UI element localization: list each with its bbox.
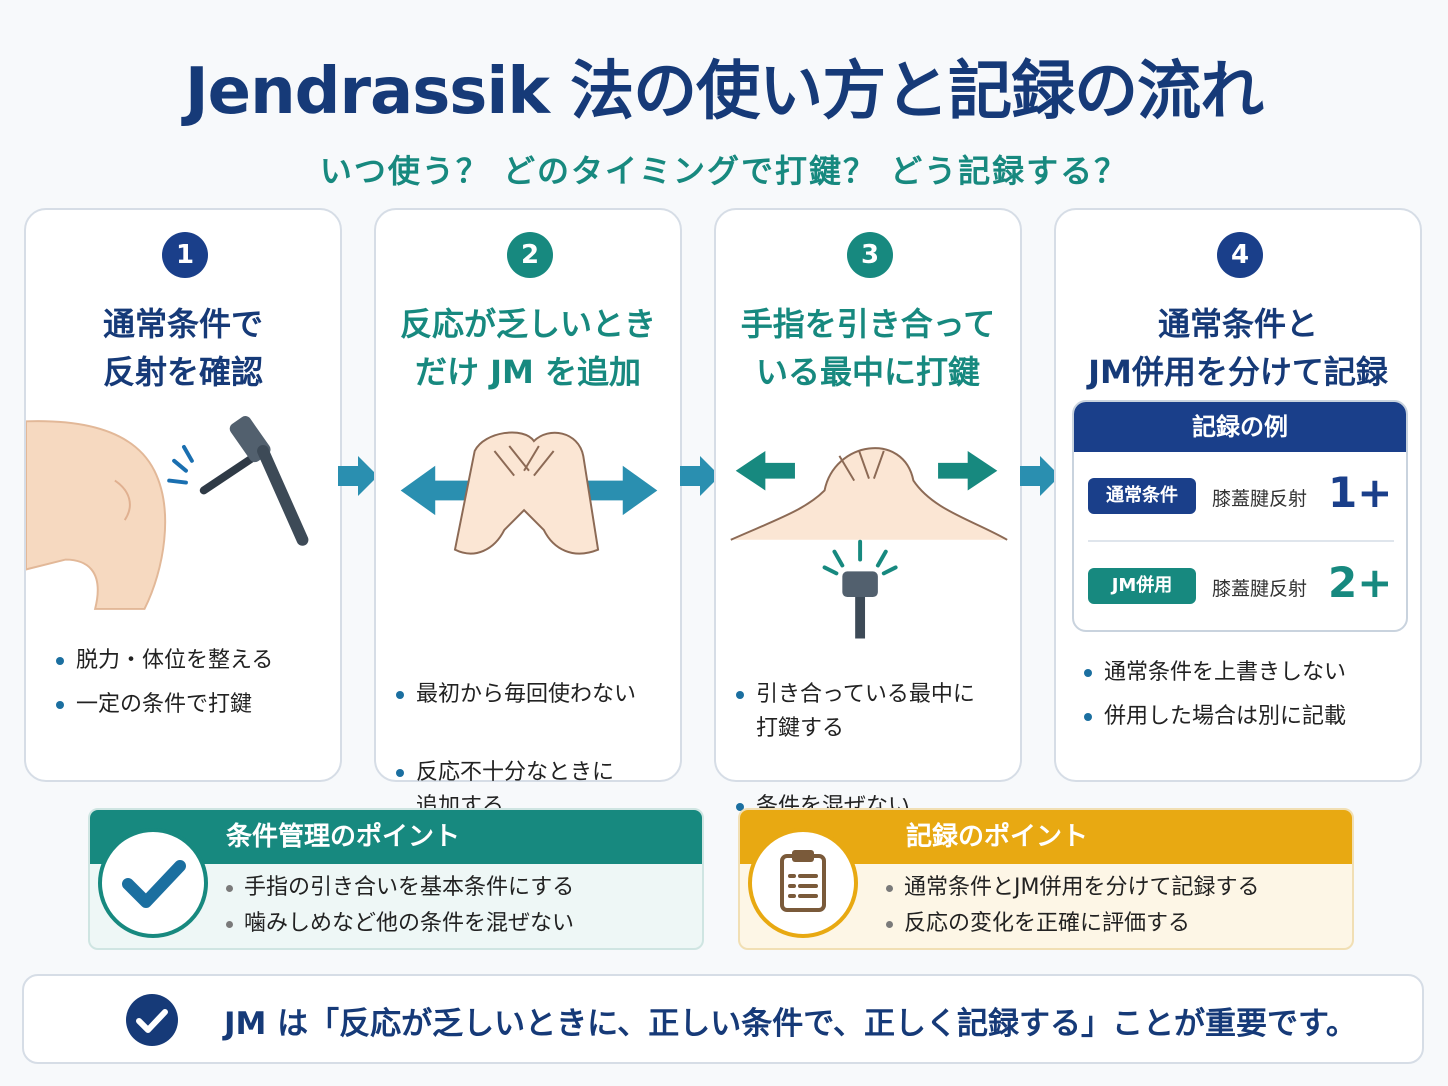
step-title-2: 反応が乏しいときだけ JM を追加 — [399, 305, 656, 391]
summary-text: JM は「反応が乏しいときに、正しい条件で、正しく記録する」ことが重要です。 — [224, 1006, 1357, 1042]
record-row-jm: JM併用 膝蓋腱反射 2+ — [1088, 554, 1394, 614]
arrow-right-icon — [680, 456, 720, 496]
step-title-1: 通常条件で反射を確認 — [102, 305, 263, 391]
step-bullets-4: 通常条件を上書きしない 併用した場合は別に記載 — [1082, 656, 1346, 744]
record-point-box: 記録のポイント 通常条件とJM併用を分けて記録する 反応の変化を正確に評価する — [738, 808, 1354, 950]
condition-point-bullets: 手指の引き合いを基本条件にする 噛みしめなど他の条件を混ぜない — [226, 870, 574, 942]
pulling-hands-illustration — [730, 447, 1008, 639]
record-example-heading: 記録の例 — [1074, 402, 1406, 452]
knee-illustration — [26, 416, 309, 610]
record-example: 記録の例 通常条件 膝蓋腱反射 1+ JM併用 膝蓋腱反射 2+ — [1072, 400, 1408, 632]
record-point-heading: 記録のポイント — [740, 810, 1352, 864]
step-number-1: 1 — [162, 232, 208, 278]
page-subtitle: いつ使う？ どのタイミングで打鍵？ どう記録する？ — [319, 152, 1129, 190]
step-number-4: 4 — [1217, 232, 1263, 278]
badge-jm: JM併用 — [1088, 568, 1196, 604]
step-bullets-1: 脱力・体位を整える 一定の条件で打鍵 — [54, 644, 273, 732]
step-number-2: 2 — [507, 232, 553, 278]
check-icon — [98, 828, 208, 938]
step-card-1: 1 通常条件で反射を確認 脱力・体位を整える 一定の条件で打鍵 — [24, 208, 342, 782]
step-number-3: 3 — [847, 232, 893, 278]
arrow-right-icon — [338, 456, 378, 496]
summary-bar: JM は「反応が乏しいときに、正しい条件で、正しく記録する」ことが重要です。 — [22, 974, 1424, 1064]
record-point-bullets: 通常条件とJM併用を分けて記録する 反応の変化を正確に評価する — [886, 870, 1259, 942]
badge-normal: 通常条件 — [1088, 478, 1196, 514]
step-card-3: 3 手指を引き合っている最中に打鍵 引き合っている最中に 打鍵する 条件を混ぜな… — [714, 208, 1022, 819]
page-title: Jendrassik 法の使い方と記録の流れ — [184, 55, 1264, 129]
record-value: 1+ — [1328, 468, 1393, 517]
clipboard-icon — [748, 828, 858, 938]
record-label: 膝蓋腱反射 — [1212, 488, 1308, 510]
record-divider — [1088, 540, 1394, 542]
step-title-3: 手指を引き合っている最中に打鍵 — [740, 305, 996, 391]
step-card-2: 2 反応が乏しいときだけ JM を追加 最初から毎回使わない 反応不十分なときに… — [374, 208, 682, 819]
reflex-hammer-icon — [822, 539, 898, 639]
arrow-right-icon — [1020, 456, 1060, 496]
condition-point-box: 条件管理のポイント 手指の引き合いを基本条件にする 噛みしめなど他の条件を混ぜな… — [88, 808, 704, 950]
check-icon — [126, 994, 178, 1046]
reflex-hammer-icon — [167, 416, 309, 546]
record-row-normal: 通常条件 膝蓋腱反射 1+ — [1088, 464, 1394, 524]
record-label: 膝蓋腱反射 — [1212, 578, 1308, 600]
record-value: 2+ — [1328, 558, 1393, 607]
clasped-hands-illustration — [400, 431, 658, 555]
